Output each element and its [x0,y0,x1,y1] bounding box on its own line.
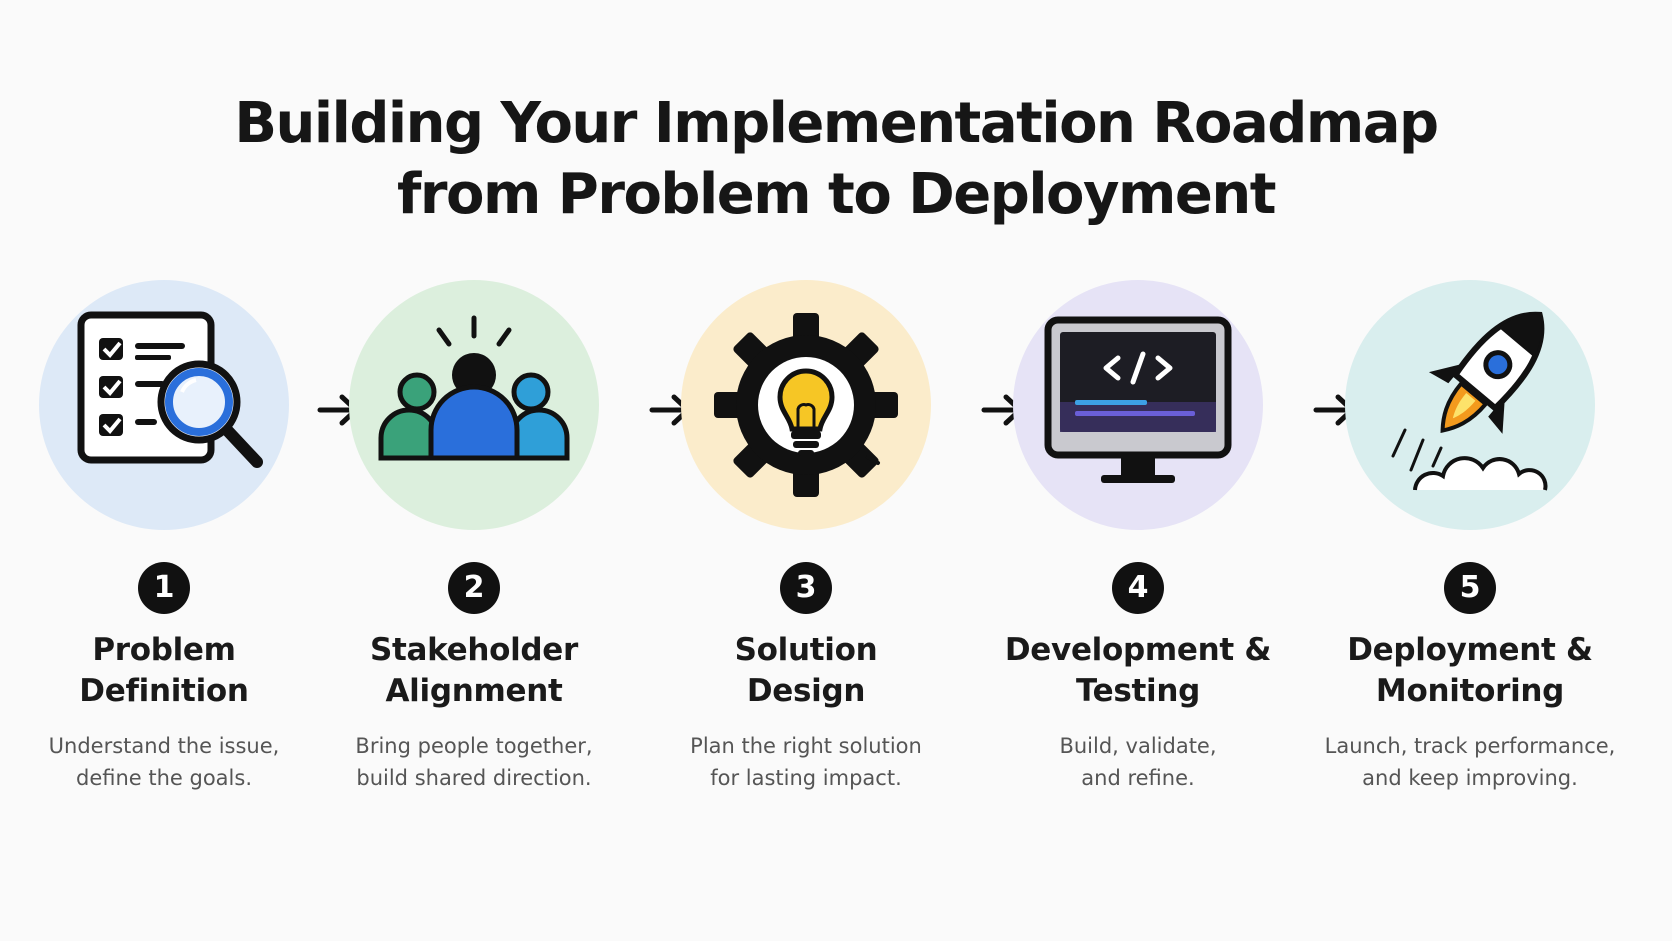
step-2-label: Stakeholder Alignment [314,630,634,712]
step-3-desc-line-1: Plan the right solution [690,734,922,758]
step-4-description: Build, validate, and refine. [978,730,1298,794]
step-2-label-line-1: Stakeholder [369,632,579,668]
step-3-desc-line-2: for lasting impact. [710,766,902,790]
step-1-circle [39,280,289,530]
step-5-description: Launch, track performance, and keep impr… [1310,730,1630,794]
step-5-number-badge: 5 [1444,562,1496,614]
step-1-label: Problem Definition [4,630,324,712]
step-1-desc-line-2: define the goals. [75,766,253,790]
step-5-circle [1345,280,1595,530]
step-4-desc-line-2: and refine. [1081,766,1195,790]
step-5-label: Deployment & Monitoring [1310,630,1630,712]
step-2-desc-line-1: Bring people together, [355,734,593,758]
step-4-circle [1013,280,1263,530]
step-3-circle [681,280,931,530]
title-line-1: Building Your Implementation Roadmap [234,91,1439,156]
step-4-number-badge: 4 [1112,562,1164,614]
step-1-label-line-1: Problem [92,632,236,668]
checklist-magnifier-icon [77,311,263,468]
step-3-number-badge: 3 [780,562,832,614]
code-monitor-icon [1044,316,1232,483]
step-5-desc-line-1: Launch, track performance, [1324,734,1616,758]
gear-lightbulb-icon [714,313,898,497]
title-line-2: from Problem to Deployment [397,162,1276,227]
step-2-number-badge: 2 [448,562,500,614]
step-4-label: Development & Testing [978,630,1298,712]
step-1-desc-line-1: Understand the issue, [48,734,280,758]
step-2-description: Bring people together, build shared dire… [314,730,634,794]
rocket-icon [1391,311,1548,491]
step-4-desc-line-1: Build, validate, [1059,734,1217,758]
step-5-desc-line-2: and keep improving. [1362,766,1578,790]
step-3-label-line-1: Solution [734,632,878,668]
step-1-label-line-2: Definition [79,673,249,709]
step-3-label: Solution Design [646,630,966,712]
step-1-number-badge: 1 [138,562,190,614]
step-5-label-line-1: Deployment & [1347,632,1593,668]
step-5-label-line-2: Monitoring [1375,673,1565,709]
step-1-description: Understand the issue, define the goals. [4,730,324,794]
step-2-label-line-2: Alignment [385,673,563,709]
step-3-label-line-2: Design [746,673,866,709]
step-2-circle [349,280,599,530]
page-title: Building Your Implementation Roadmap fro… [0,88,1672,230]
step-4-label-line-2: Testing [1075,673,1201,709]
people-group-icon [378,315,570,461]
step-3-description: Plan the right solution for lasting impa… [646,730,966,794]
step-2-desc-line-2: build shared direction. [356,766,592,790]
step-4-label-line-1: Development & [1004,632,1272,668]
